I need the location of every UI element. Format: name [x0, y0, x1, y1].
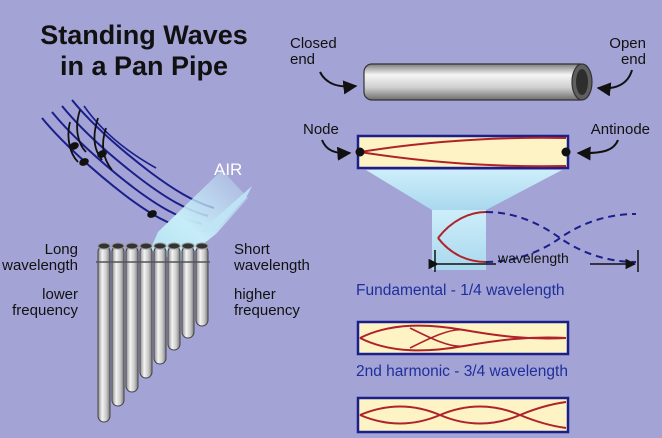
title-line-1: Standing Waves [40, 20, 248, 50]
second-harmonic-tube [356, 396, 570, 434]
short-wavelength-line-1: Short [234, 241, 270, 258]
long-wavelength-label: Long wavelength [0, 242, 78, 274]
open-end-line-2: end [620, 51, 646, 68]
staff-notes-icon [41, 99, 215, 233]
higher-frequency-line-1: higher [234, 286, 276, 303]
wavelength-label: wavelength [498, 250, 569, 266]
closed-end-label: Closed end [290, 36, 337, 68]
node-arrow [321, 139, 352, 161]
title-line-2: in a Pan Pipe [59, 51, 229, 81]
closed-end-line-2: end [290, 51, 316, 68]
lower-frequency-label: lower frequency [0, 287, 78, 319]
long-wavelength-line-1: Long [44, 241, 78, 258]
higher-frequency-label: higher frequency [234, 287, 300, 319]
closed-end-arrow [319, 71, 358, 95]
zoom-projection [366, 170, 562, 210]
fundamental-caption: Fundamental - 1/4 wavelength [356, 282, 565, 299]
closed-end-line-1: Closed [290, 35, 337, 52]
page-title: Standing Waves in a Pan Pipe [14, 20, 274, 82]
antinode-label: Antinode [590, 121, 650, 138]
pan-pipe-icon [96, 242, 210, 423]
fundamental-tube [356, 320, 570, 356]
short-wavelength-label: Short wavelength [234, 242, 310, 274]
lower-frequency-line-1: lower [42, 286, 78, 303]
open-end-label: Open end [590, 36, 646, 68]
higher-frequency-line-2: frequency [234, 302, 300, 319]
air-label: AIR [214, 160, 243, 179]
pipe-cylinder-icon [363, 63, 593, 101]
antinode-arrow [576, 139, 619, 161]
long-wavelength-line-2: wavelength [2, 257, 78, 274]
wavelength-dimension [428, 250, 639, 272]
air-stream [150, 170, 248, 262]
node-antinode-tube [355, 134, 571, 170]
open-end-arrow [596, 69, 633, 97]
lower-frequency-line-2: frequency [12, 302, 78, 319]
wavelength-wave [437, 211, 637, 263]
open-end-line-1: Open [609, 35, 646, 52]
short-wavelength-line-2: wavelength [234, 257, 310, 274]
node-label: Node [303, 121, 339, 138]
second-harmonic-caption: 2nd harmonic - 3/4 wavelength [356, 363, 568, 380]
